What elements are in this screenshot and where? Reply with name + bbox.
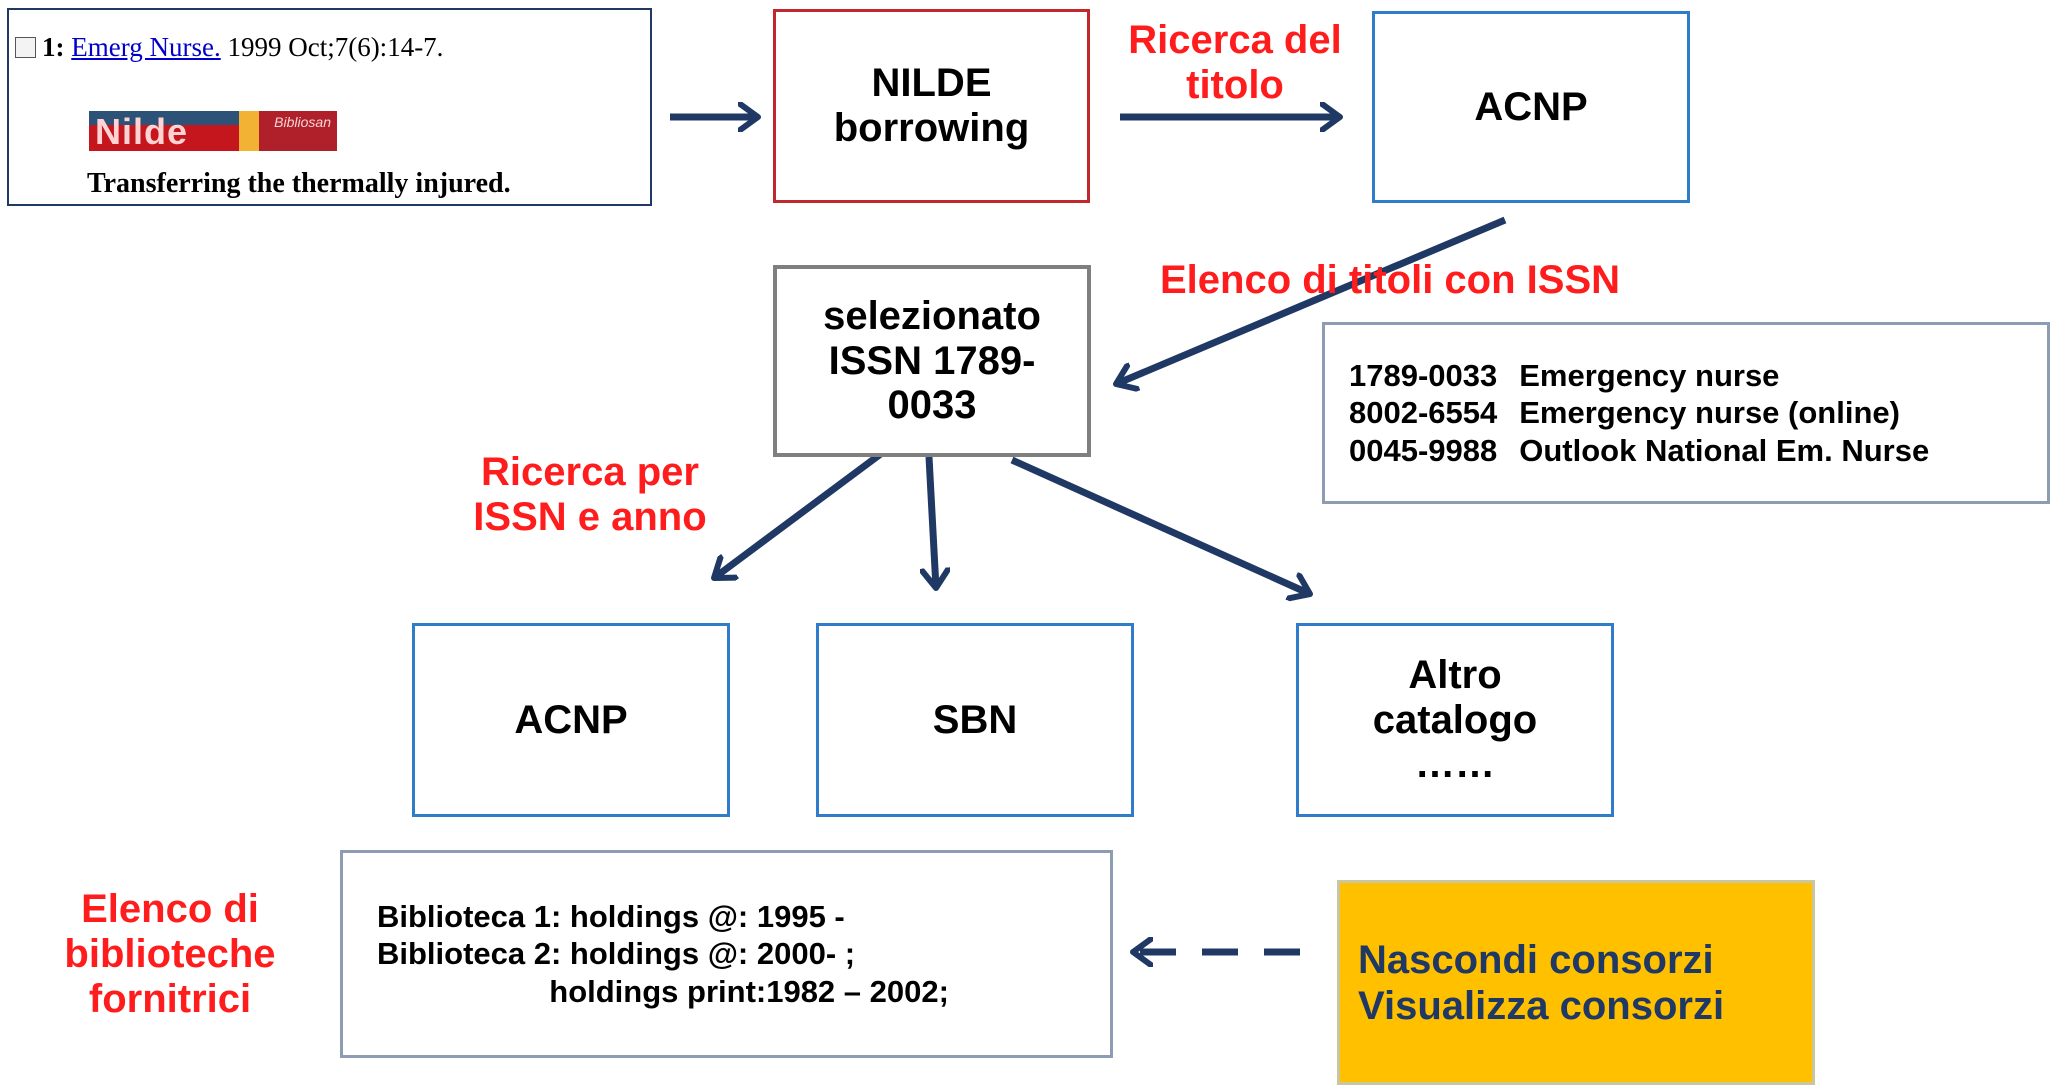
selected-issn-box: selezionato ISSN 1789- 0033 [773,265,1091,457]
supplier-list-label: Elenco di biblioteche fornitrici [64,887,276,1021]
citation-snippet: 1: Emerg Nurse. 1999 Oct;7(6):14-7. Nild… [7,8,652,206]
arrow-selected-to-altro [1010,456,1310,594]
issn-list-box: 1789-0033 Emergency nurse 8002-6554 Emergen… [1322,322,2050,504]
journal-title: Outlook National Em. Nurse [1519,432,1930,468]
arrow-selected-to-sbn [929,456,936,588]
holdings-line: holdings print:1982 – 2002; [377,973,949,1009]
issn-code: 0045-9988 [1349,432,1498,468]
nilde-borrowing-box: NILDE borrowing [773,9,1090,203]
journal-title: Emergency nurse (online) [1519,395,1900,431]
issn-row: 0045-9988 Outlook National Em. Nurse [1349,432,1929,469]
citation-number: 1: [42,32,65,62]
journal-title: Emergency nurse [1519,358,1780,394]
hide-consortia-link[interactable]: Nascondi consorzi [1358,937,1714,982]
arrow-acnp-to-selected [1116,216,1507,384]
citation-details: 1999 Oct;7(6):14-7. [227,32,444,62]
citation-line: 1: Emerg Nurse. 1999 Oct;7(6):14-7. [15,32,443,63]
holdings-line: Biblioteca 1: holdings @: 1995 - [377,899,845,935]
nilde-logo[interactable]: Nilde Bibliosan [89,111,337,151]
altro-catalogo-box: Altro catalogo …… [1296,623,1614,817]
arrow-selected-to-acnp [714,444,893,578]
sbn-box: SBN [816,623,1134,817]
issn-year-search-label: Ricerca per ISSN e anno [473,450,707,539]
holdings-list: Biblioteca 1: holdings @: 1995 - Bibliot… [377,898,949,1010]
issn-code: 8002-6554 [1349,395,1498,431]
issn-code: 1789-0033 [1349,358,1498,394]
consortia-toggle-box: Nascondi consorzi Visualizza consorzi [1337,880,1815,1085]
issn-row: 1789-0033 Emergency nurse [1349,357,1929,394]
holdings-line: Biblioteca 2: holdings @: 2000- ; [377,936,856,972]
citation-checkbox[interactable] [15,37,36,58]
acnp-top-box: ACNP [1372,11,1690,203]
show-consortia-link[interactable]: Visualizza consorzi [1358,983,1725,1028]
issn-row: 8002-6554 Emergency nurse (online) [1349,394,1929,431]
title-search-label: Ricerca del titolo [1128,18,1342,107]
holdings-box: Biblioteca 1: holdings @: 1995 - Bibliot… [340,850,1113,1058]
issn-list: 1789-0033 Emergency nurse 8002-6554 Emergen… [1349,357,1929,469]
title-list-label: Elenco di titoli con ISSN [1159,258,1621,302]
article-title: Transferring the thermally injured. [87,168,511,199]
journal-link[interactable]: Emerg Nurse. [71,32,221,62]
acnp-bottom-box: ACNP [412,623,730,817]
